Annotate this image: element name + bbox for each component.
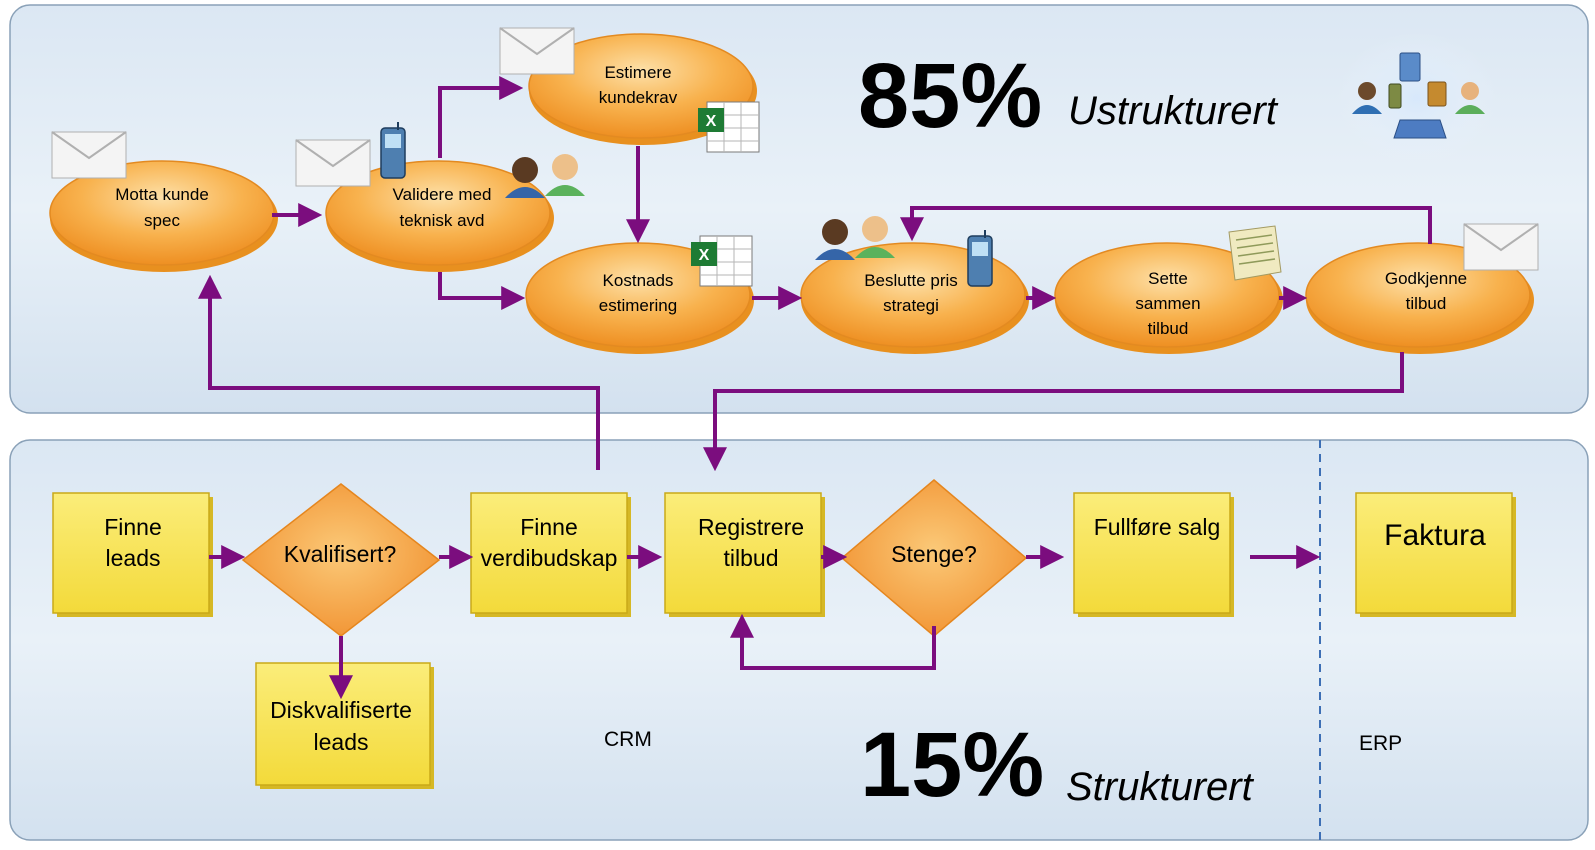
box-registrere-line2: tilbud [724,545,779,571]
box-finne-verdi-line1: Finne [520,514,578,540]
people-icon [505,154,585,198]
box-faktura-label: Faktura [1384,519,1486,552]
envelope-icon [51,131,127,179]
node-estimere [528,33,757,145]
node-sette-line1: Sette [1148,269,1188,288]
svg-text:X: X [699,247,710,264]
bottom-percent: 15% [860,714,1044,816]
envelope-icon [499,27,575,75]
mobile-phone-icon [967,230,993,287]
mobile-phone-icon [380,122,406,179]
node-godkjenne-line2: tilbud [1406,294,1447,313]
node-motta-line1: Motta kunde [115,185,209,204]
node-motta [49,160,278,272]
box-finne-leads-line2: leads [106,545,161,571]
erp-label: ERP [1359,732,1402,755]
box-fullfore [1073,492,1234,617]
svg-text:X: X [706,113,717,130]
node-godkjenne-line1: Godkjenne [1385,269,1467,288]
bottom-flow-arrows [209,545,1321,700]
arrow-godkjenne-beslutte [900,206,1432,244]
decision-kvalifisert-label: Kvalifisert? [284,541,396,567]
box-finne-leads-line1: Finne [104,514,162,540]
spreadsheet-icon: X [698,101,760,153]
arrow-godkjenne-registrere [703,352,1404,472]
document-icon [1228,225,1282,281]
decision-stenge-label: Stenge? [891,541,977,567]
node-sette-line2: sammen [1135,294,1200,313]
envelope-icon [1463,223,1539,271]
node-validere-line1: Validere med [393,185,492,204]
network-icon [1337,32,1497,164]
arrow-crm-motta [198,274,600,470]
box-finne-verdi-line2: verdibudskap [481,545,618,571]
box-diskval-line1: Diskvalifiserte [270,697,412,723]
node-estimere-line2: kundekrav [599,88,678,107]
crm-label: CRM [604,728,652,751]
node-beslutte-line1: Beslutte pris [864,271,958,290]
node-beslutte-line2: strategi [883,296,939,315]
box-registrere-line1: Registrere [698,514,804,540]
bottom-label: Strukturert [1066,765,1255,809]
arrow-validere-estimere [438,76,524,158]
top-label: Ustrukturert [1068,89,1279,133]
box-diskval [255,662,434,789]
node-sette [1054,242,1283,354]
envelope-icon [295,139,371,187]
box-registrere [664,492,825,617]
box-faktura [1355,492,1516,617]
spreadsheet-icon: X [691,235,753,287]
node-sette-line3: tilbud [1148,319,1189,338]
node-validere-line2: teknisk avd [399,211,484,230]
top-flow-arrows [198,76,1432,472]
node-kostnads-line2: estimering [599,296,677,315]
box-diskval-line2: leads [314,729,369,755]
box-finne-verdi [470,492,631,617]
arrow-stenge-registrere [730,613,936,670]
top-percent: 85% [858,45,1042,147]
box-finne-leads [52,492,213,617]
arrow-validere-kostnads [438,272,526,310]
node-estimere-line1: Estimere [604,63,671,82]
node-motta-line2: spec [144,211,180,230]
box-fullfore-line1: Fullføre salg [1094,514,1221,540]
people-icon [815,216,895,260]
node-kostnads-line1: Kostnads [603,271,674,290]
node-validere [325,160,554,272]
